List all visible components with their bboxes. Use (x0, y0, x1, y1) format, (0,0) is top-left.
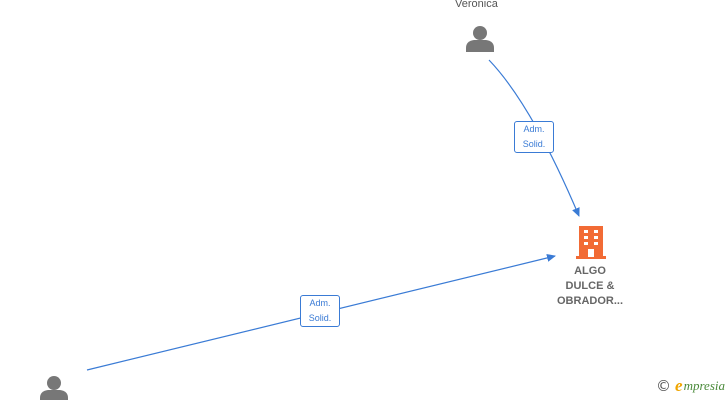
person-name-top[interactable]: Veronica (455, 0, 498, 10)
company-name-line: DULCE & (565, 280, 615, 292)
edge-label-bottom: Adm. Solid. (300, 295, 340, 327)
building-icon[interactable] (576, 226, 606, 259)
edge-label-line: Solid. (522, 139, 546, 149)
edge-label-line: Adm. (523, 124, 545, 134)
edge-label-line: Adm. (309, 298, 331, 308)
brand-initial: e (675, 376, 683, 395)
company-name[interactable]: ALGO DULCE & OBRADOR... (535, 264, 645, 309)
company-name-line: ALGO (574, 265, 606, 277)
copyright-symbol: © (656, 377, 672, 395)
company-name-line: OBRADOR... (557, 295, 623, 307)
person-icon[interactable] (466, 26, 494, 52)
edge-label-line: Solid. (308, 313, 332, 323)
brand-name: mpresia (683, 378, 725, 393)
edge-label-top: Adm. Solid. (514, 121, 554, 153)
person-icon[interactable] (40, 376, 68, 400)
brand-logo[interactable]: © e mpresia (656, 376, 725, 396)
